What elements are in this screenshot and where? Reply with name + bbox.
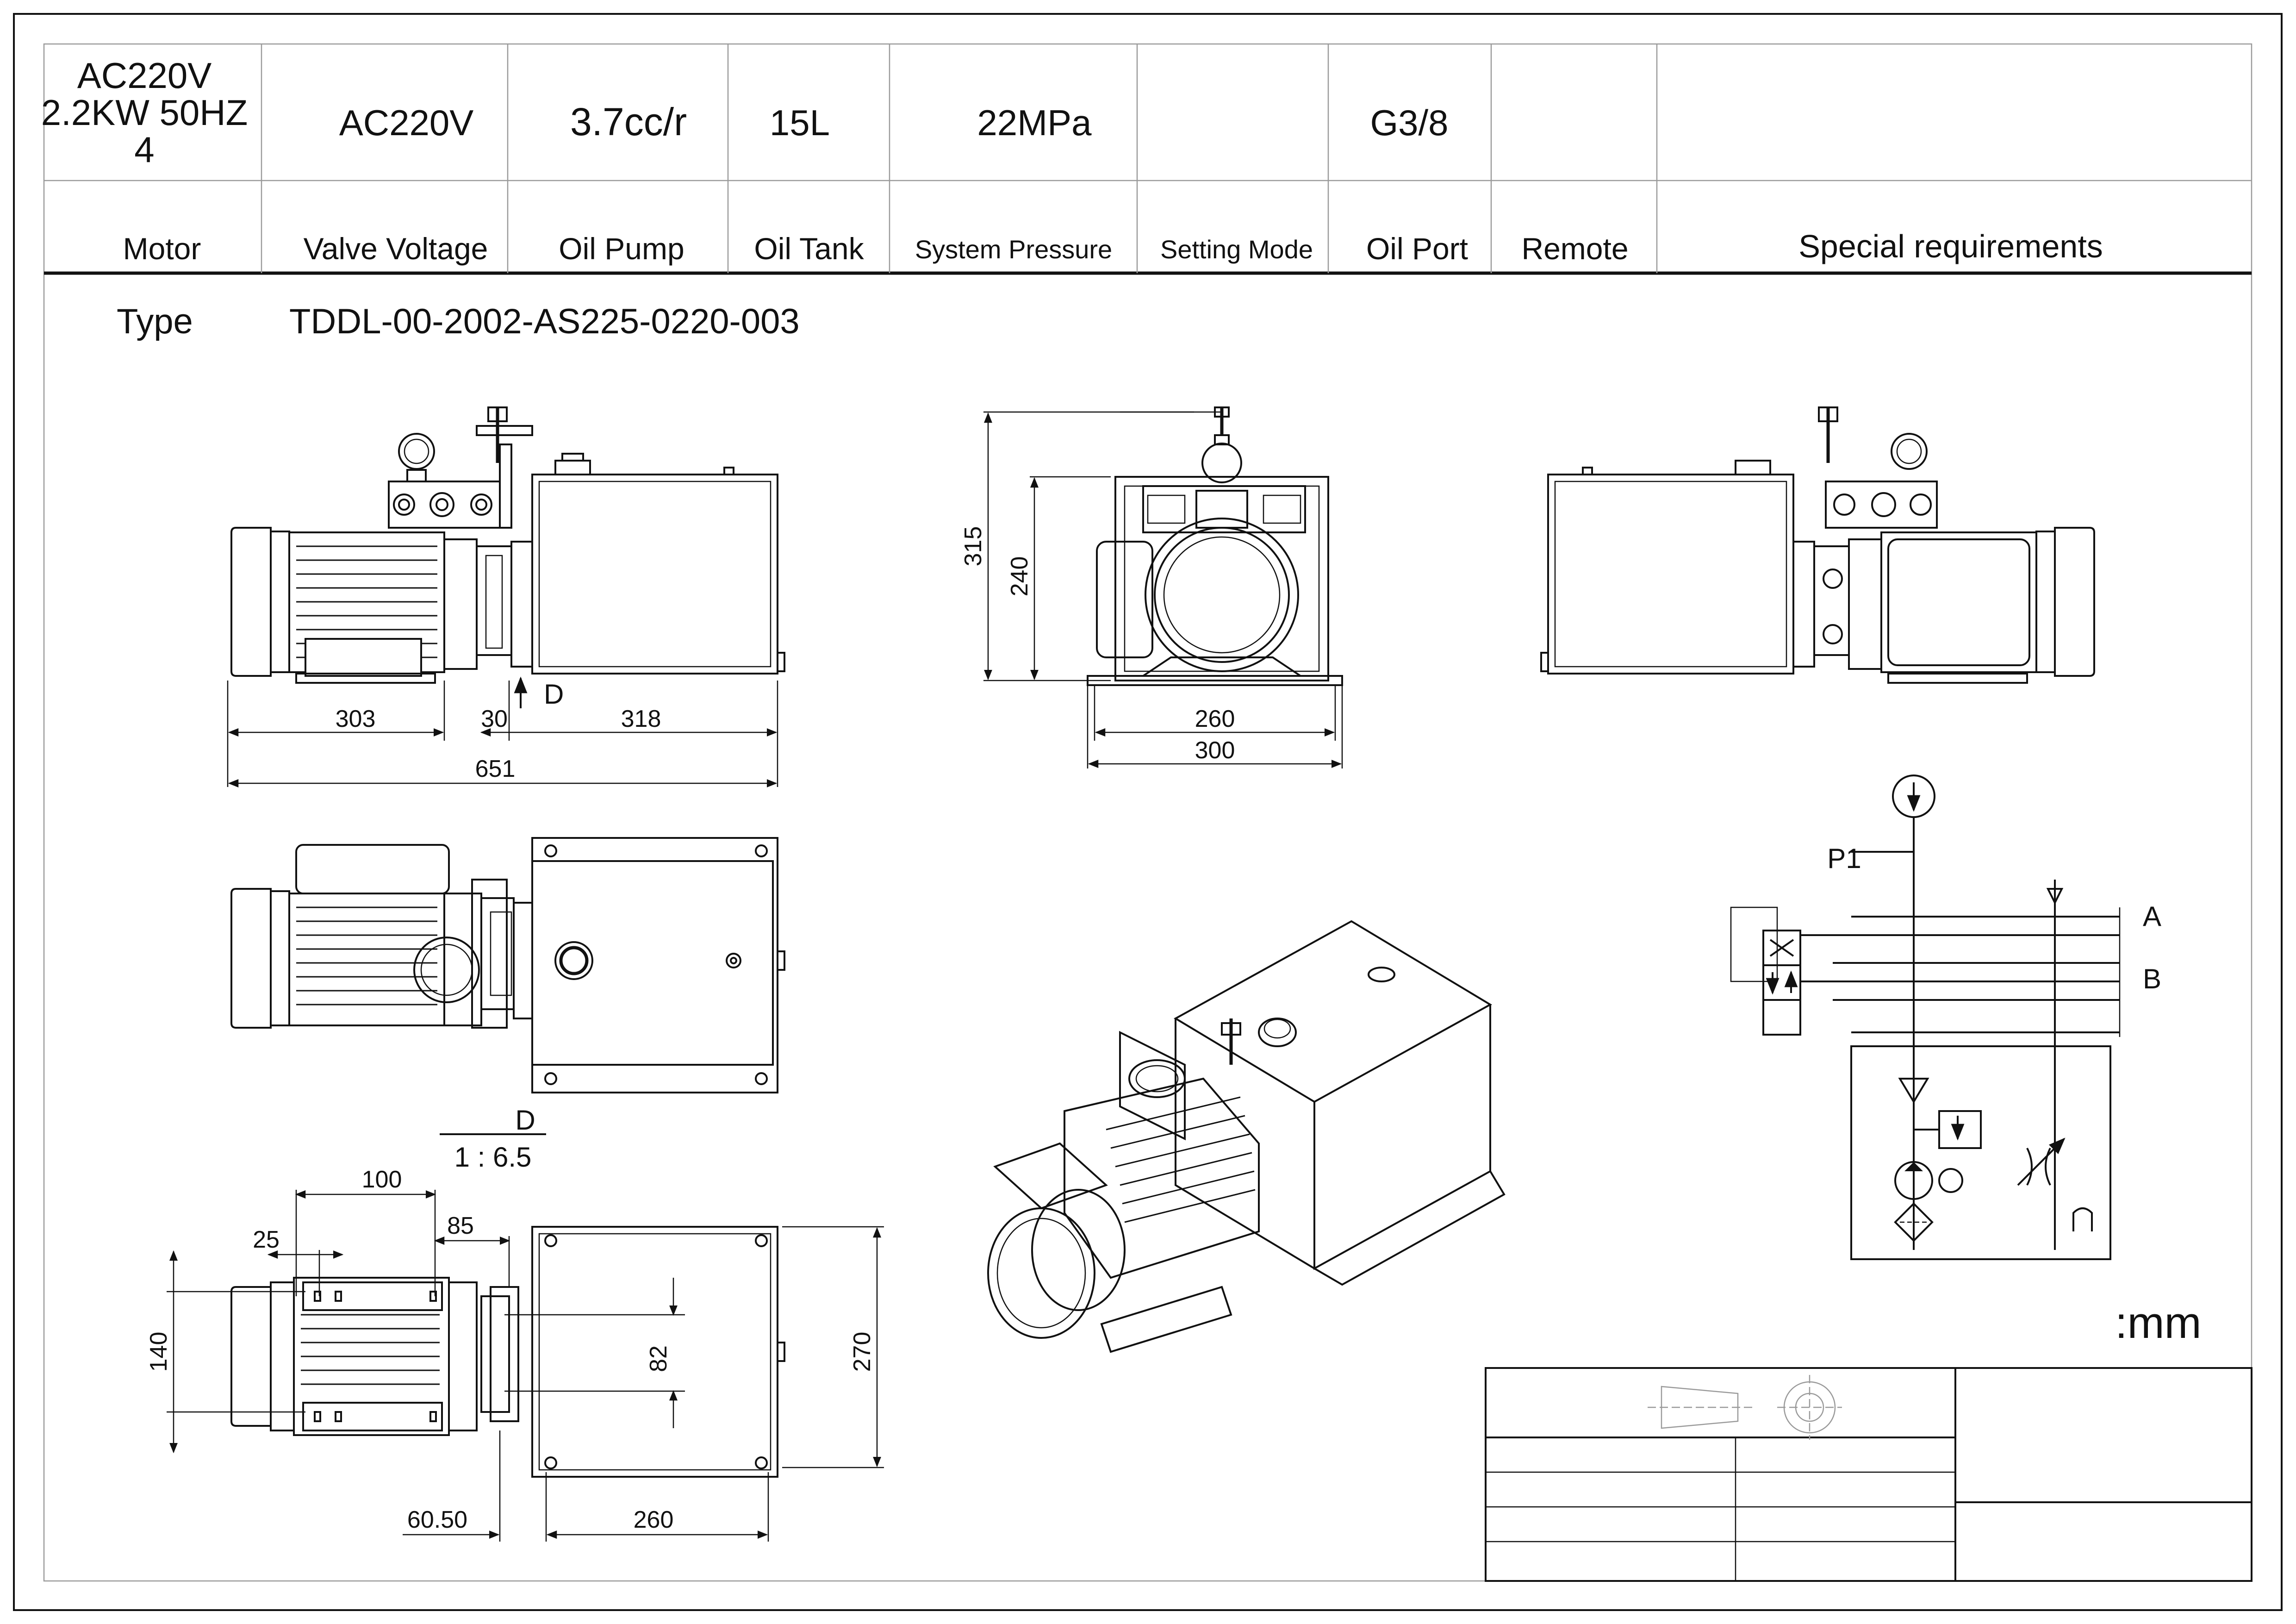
system-pressure-label: System Pressure	[915, 235, 1112, 264]
remote-label: Remote	[1521, 231, 1628, 266]
dim-82: 82	[645, 1345, 672, 1372]
oil-tank-value: 15L	[770, 102, 830, 143]
motor-value-line3: 4	[134, 129, 154, 170]
isometric-view	[987, 920, 1506, 1353]
dim-318: 318	[621, 706, 661, 732]
rear-view	[1540, 406, 2095, 684]
dim-270: 270	[849, 1332, 876, 1372]
oil-pump-value: 3.7cc/r	[570, 100, 687, 144]
motor-value-line2: 2.2KW 50HZ	[41, 92, 248, 133]
dim-240: 240	[1006, 556, 1033, 597]
projection-symbol-icon	[1648, 1375, 1842, 1440]
oil-tank-label: Oil Tank	[754, 231, 864, 266]
valve-voltage-value: AC220V	[339, 102, 474, 143]
dim-260-side: 260	[1195, 706, 1235, 732]
oil-pump-label: Oil Pump	[559, 231, 684, 266]
side-view: 315 240 260 300	[960, 406, 1343, 768]
top-detail-scale: 1 : 6.5	[454, 1142, 532, 1173]
header-table: AC220V 2.2KW 50HZ 4 AC220V 3.7cc/r 15L 2…	[41, 44, 2252, 275]
dim-300: 300	[1195, 737, 1235, 764]
dim-30: 30	[481, 706, 508, 732]
dim-303: 303	[336, 706, 376, 732]
front-detail-marker: D	[544, 679, 564, 710]
dim-140: 140	[145, 1332, 172, 1372]
dim-651: 651	[475, 756, 516, 782]
valve-voltage-label: Valve Voltage	[304, 231, 488, 266]
oil-port-value: G3/8	[1370, 102, 1448, 143]
setting-mode-label: Setting Mode	[1160, 235, 1313, 264]
sheet-frame	[13, 13, 2283, 1611]
port-p1-label: P1	[1827, 843, 1861, 874]
dim-315: 315	[960, 526, 987, 567]
special-requirements-label: Special requirements	[1798, 228, 2103, 264]
dim-60-50: 60.50	[407, 1506, 467, 1533]
motor-value-line1: AC220V	[77, 55, 212, 96]
hydraulic-schematic: P1 A B	[1730, 775, 2161, 1260]
top-detail-label: D	[515, 1105, 535, 1136]
front-view: D 303 30 318 651	[227, 406, 785, 787]
port-b-label: B	[2143, 963, 2161, 994]
title-block	[1485, 1367, 2252, 1582]
type-value: TDDL-00-2002-AS225-0220-003	[289, 302, 800, 341]
dim-25: 25	[253, 1226, 280, 1253]
dim-260-bottom: 260	[634, 1506, 674, 1533]
type-label: Type	[117, 302, 193, 341]
system-pressure-value: 22MPa	[977, 102, 1092, 143]
dim-100: 100	[362, 1166, 402, 1193]
oil-port-label: Oil Port	[1366, 231, 1468, 266]
motor-label: Motor	[123, 231, 201, 266]
bottom-view: 100 25 85 140 82 270 60.50 260	[145, 1166, 884, 1542]
dim-85: 85	[447, 1212, 474, 1239]
units-label: :mm	[2115, 1298, 2202, 1348]
top-view: D 1 : 6.5	[230, 837, 785, 1173]
port-a-label: A	[2143, 901, 2161, 932]
